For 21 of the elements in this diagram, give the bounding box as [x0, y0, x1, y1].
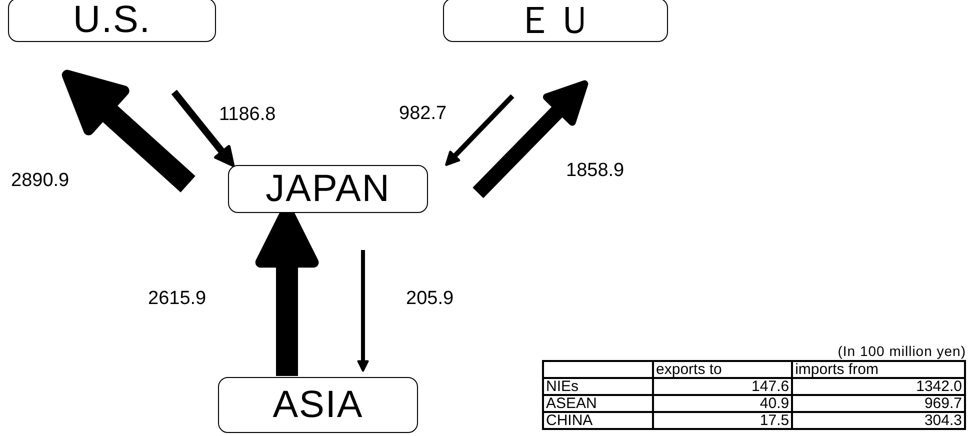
arrow: [445, 94, 514, 166]
table-cell: 40.9: [653, 395, 792, 412]
table-cell: CHINA: [543, 412, 654, 429]
arrow: [171, 90, 235, 167]
region-box: ASIA: [218, 377, 418, 433]
table-cell: 304.3: [792, 412, 965, 429]
arrow: [357, 250, 369, 372]
table-cell: exports to: [653, 361, 792, 378]
table-cell: 17.5: [653, 412, 792, 429]
table-cell: 147.6: [653, 378, 792, 395]
table-cell: 969.7: [792, 395, 965, 412]
unit-note: (In 100 million yen): [838, 343, 966, 359]
arrow: [62, 70, 196, 192]
table-cell: 1342.0: [792, 378, 965, 395]
region-box: ＥＵ: [443, 0, 668, 42]
table-cell: imports from: [792, 361, 965, 378]
region-box: U.S.: [8, 0, 216, 42]
table-cell: NIEs: [543, 378, 654, 395]
region-box: JAPAN: [228, 165, 428, 213]
table-cell: ASEAN: [543, 395, 654, 412]
arrow: [472, 80, 588, 198]
